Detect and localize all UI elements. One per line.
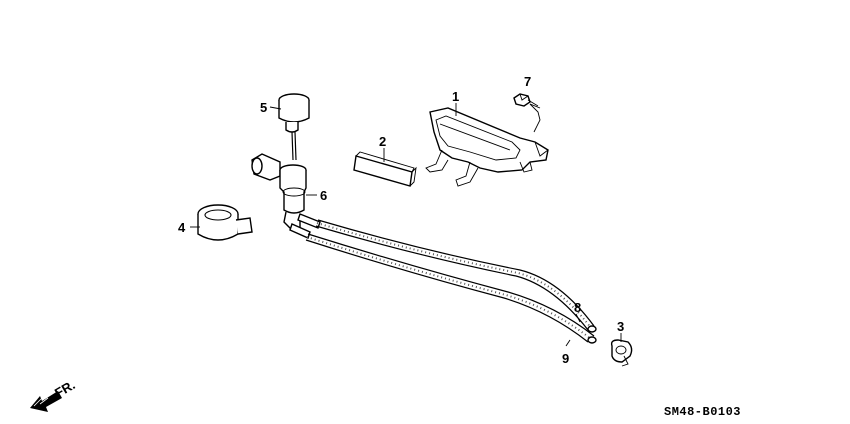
front-arrow-icon bbox=[30, 391, 62, 412]
callout-7: 7 bbox=[524, 74, 531, 89]
callout-5: 5 bbox=[260, 100, 267, 115]
hose-8-part bbox=[315, 219, 597, 333]
hose-9-part bbox=[305, 233, 597, 344]
callout-2: 2 bbox=[379, 134, 386, 149]
bracket-part bbox=[425, 107, 549, 187]
callout-6: 6 bbox=[320, 188, 327, 203]
leader-9 bbox=[565, 339, 571, 347]
callout-4: 4 bbox=[178, 220, 186, 235]
hose-clip-part bbox=[610, 339, 633, 367]
bolt-part bbox=[513, 93, 541, 109]
leader-8 bbox=[575, 313, 581, 323]
leader-5 bbox=[269, 106, 282, 110]
leader-7 bbox=[529, 103, 541, 133]
diagram-code: SM48-B0103 bbox=[664, 405, 741, 419]
valve-part bbox=[251, 153, 321, 239]
callout-9: 9 bbox=[562, 351, 569, 366]
callout-3: 3 bbox=[617, 319, 624, 334]
callout-8: 8 bbox=[574, 300, 581, 315]
foam-clamp-part bbox=[197, 204, 253, 241]
callout-1: 1 bbox=[452, 89, 459, 104]
knob-part bbox=[278, 93, 310, 161]
label-plate-part bbox=[353, 151, 417, 187]
